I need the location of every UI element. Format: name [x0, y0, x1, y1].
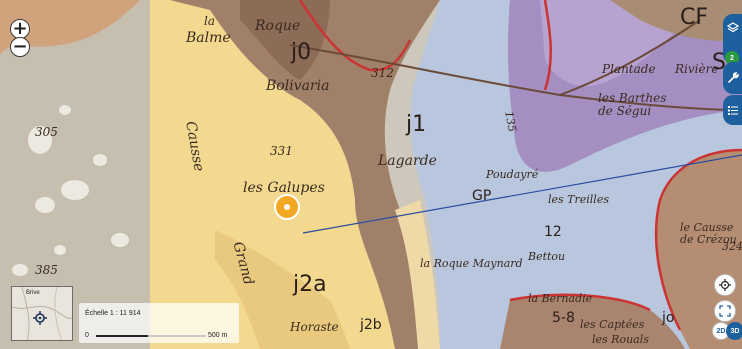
unit-top-left — [0, 0, 140, 55]
minus-icon: − — [12, 36, 28, 57]
list-icon — [727, 106, 738, 115]
scale-track — [96, 335, 206, 337]
fullscreen-button[interactable] — [714, 300, 736, 322]
crosshair-icon — [719, 279, 731, 291]
tools-button[interactable] — [723, 62, 742, 94]
unit-yellow — [150, 0, 395, 349]
unit-brown-dark — [240, 0, 330, 80]
unit-causse-crezou — [656, 150, 742, 349]
layers-icon — [726, 22, 739, 33]
zoom-out-button[interactable]: − — [10, 37, 30, 57]
location-marker-icon[interactable] — [274, 194, 300, 220]
unit-bottom — [500, 294, 685, 349]
boundary-lines — [298, 0, 742, 331]
karst-blobs — [12, 105, 129, 276]
scale-label: Échelle 1 : 11 914 — [85, 310, 141, 317]
unit-dotted-band — [395, 200, 440, 349]
overview-map[interactable]: Brive — [11, 286, 73, 341]
legend-button[interactable] — [723, 95, 742, 125]
crosshair-icon — [33, 311, 47, 325]
layers-button[interactable]: 2 — [723, 14, 742, 65]
expand-icon — [719, 305, 731, 317]
unit-top-right — [610, 0, 742, 41]
layers-count-badge: 2 — [725, 51, 739, 65]
unit-yellow-dark — [215, 230, 350, 349]
scale-zero: 0 — [85, 332, 89, 339]
measure-line[interactable] — [302, 154, 742, 234]
view-3d-button[interactable]: 3D — [726, 322, 742, 340]
scale-end: 500 m — [208, 332, 228, 339]
unit-brown — [170, 0, 440, 349]
zoom-in-button[interactable]: + — [10, 19, 30, 39]
road-lines — [289, 19, 742, 111]
overview-place-label: Brive — [26, 290, 40, 296]
locate-button[interactable] — [714, 274, 736, 296]
wrench-icon — [727, 72, 739, 83]
overview-canvas — [12, 287, 72, 340]
plus-icon: + — [12, 18, 28, 39]
unit-left-grey — [0, 0, 150, 349]
scale-box: Échelle 1 : 11 914 0 500 m — [79, 303, 239, 343]
scale-bar — [96, 335, 148, 337]
